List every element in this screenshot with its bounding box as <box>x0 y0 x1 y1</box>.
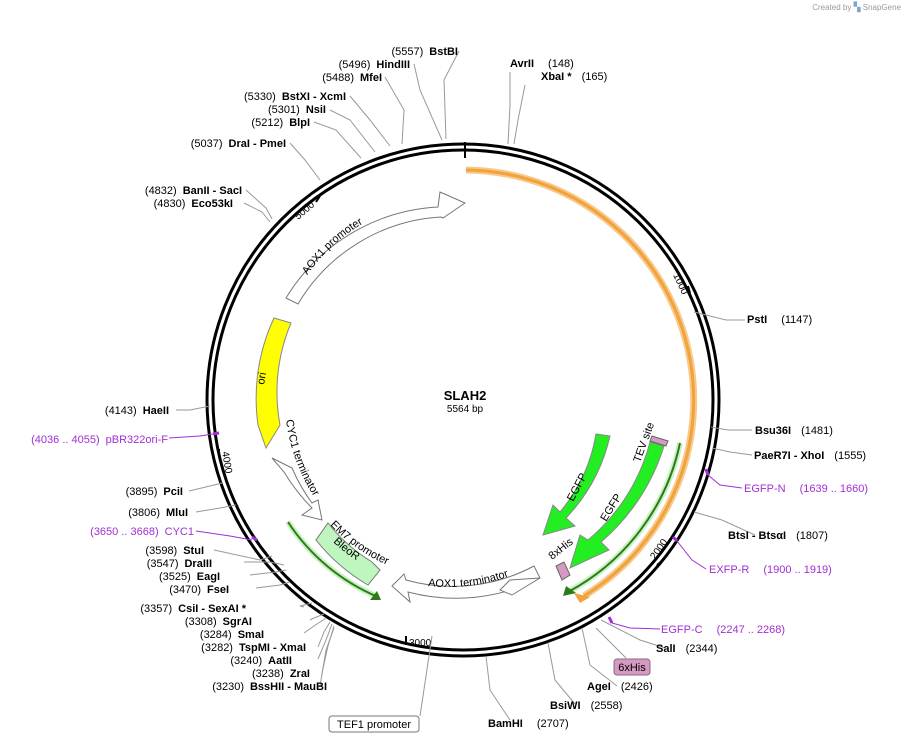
site-agei[interactable]: AgeI(2426) <box>587 681 653 693</box>
site-bamhi[interactable]: BamHI(2707) <box>488 718 569 730</box>
site-bsshii-maubi[interactable]: (3230)BssHII - MauBI <box>212 681 327 693</box>
snapgene-product-name: SnapGene <box>862 3 901 12</box>
plasmid-name: SLAH2 <box>444 388 487 403</box>
site-bstbi[interactable]: (5557)BstBI <box>391 46 458 58</box>
site-paer7i-xhoi[interactable]: PaeR7I - XhoI(1555) <box>754 450 866 462</box>
ori-arrow[interactable] <box>255 317 292 450</box>
aox1-promoter-arrow[interactable] <box>285 191 467 305</box>
tev-site-marker[interactable] <box>649 435 669 447</box>
tef1-promoter-box-label: TEF1 promoter <box>337 719 411 731</box>
site-drai-pmei[interactable]: (5037)DraI - PmeI <box>191 138 286 150</box>
scale-ticks <box>218 195 691 645</box>
tef1-leader <box>419 635 433 717</box>
primer-pbr322ori-f[interactable]: (4036 .. 4055)pBR322ori-F <box>31 434 168 446</box>
primer-pbr322-marker <box>212 431 220 436</box>
site-fsei[interactable]: (3470)FseI <box>169 584 229 596</box>
site-psti[interactable]: PstI(1147) <box>747 314 812 326</box>
site-xbai[interactable]: XbaI *(165) <box>541 71 607 83</box>
site-mlui[interactable]: (3806)MluI <box>128 507 188 519</box>
site-tspmi-xmai[interactable]: (3282)TspMI - XmaI <box>201 642 306 654</box>
backbone-inner-ring <box>211 148 715 652</box>
site-btsi-btsai[interactable]: BtsI - BtsαI(1807) <box>728 530 828 542</box>
site-blpi[interactable]: (5212)BlpI <box>251 117 310 129</box>
site-leader-lines <box>176 50 756 721</box>
em7-promoter-arrowhead <box>370 591 381 600</box>
egfp-arrow-2[interactable] <box>569 441 665 569</box>
orange-feature[interactable] <box>465 168 696 598</box>
egfp-arc-arrowhead <box>563 586 576 596</box>
site-bsu36i[interactable]: Bsu36I(1481) <box>755 425 833 437</box>
egfp-arc[interactable] <box>567 442 681 593</box>
primer-exfp-r-marker <box>671 535 679 543</box>
primer-exfp-r[interactable]: EXFP-R(1900 .. 1919) <box>709 564 832 576</box>
tick-5000 <box>315 195 321 203</box>
primer-markers <box>212 431 710 624</box>
site-aatii[interactable]: (3240)AatII <box>230 655 292 667</box>
created-by-text: Created by <box>812 3 852 12</box>
primer-cyc1[interactable]: (3650 .. 3668)CYC1 <box>90 526 194 538</box>
tef1-promoter-box[interactable]: TEF1 promoter <box>328 715 420 733</box>
bleor-arrow[interactable] <box>315 522 381 586</box>
ori-label: ori <box>255 371 269 385</box>
site-bstxi-xcmi[interactable]: (5330)BstXI - XcmI <box>244 91 346 103</box>
primer-cyc1-marker <box>251 535 258 542</box>
cyc1-terminator-label: CYC1 terminator <box>283 419 322 499</box>
snapgene-branding: Created by ▚ SnapGene <box>812 2 901 13</box>
site-avrii[interactable]: AvrII(148) <box>510 58 574 70</box>
tick-1000 <box>687 285 691 294</box>
site-zrai[interactable]: (3238)ZraI <box>252 668 310 680</box>
his8-marker[interactable] <box>555 561 571 581</box>
his6-box-label: 6xHis <box>618 662 646 674</box>
site-draiii[interactable]: (3547)DraIII <box>147 558 212 570</box>
his6-leader <box>595 627 627 659</box>
plasmid-size: 5564 bp <box>447 404 484 415</box>
em7-promoter-arc[interactable] <box>287 521 379 598</box>
site-eagi[interactable]: (3525)EagI <box>159 571 220 583</box>
his6-box[interactable]: 6xHis <box>613 658 651 676</box>
primer-egfp-n[interactable]: EGFP-N(1639 .. 1660) <box>744 483 868 495</box>
site-stui[interactable]: (3598)StuI <box>145 545 204 557</box>
aox1-terminator-arrow-2[interactable] <box>499 577 541 596</box>
primer-egfp-n-marker <box>704 468 710 476</box>
site-smai[interactable]: (3284)SmaI <box>200 629 264 641</box>
site-haeii[interactable]: (4143)HaeII <box>105 405 169 417</box>
aox1-terminator-arrow[interactable] <box>391 565 541 604</box>
egfp-arrow-1[interactable] <box>542 433 611 536</box>
tick-label-3000: 3000 <box>409 638 432 649</box>
tick-label-5000: 5000 <box>293 199 317 222</box>
aox1-promoter-label: AOX1 promoter <box>300 216 365 277</box>
his8-label: 8xHis <box>546 536 575 563</box>
site-nsii[interactable]: (5301)NsiI <box>268 104 326 116</box>
primer-leader-lines <box>168 433 743 630</box>
tick-2000 <box>656 559 664 566</box>
site-csii-sexai[interactable]: (3357)CsiI - SexAI * <box>140 603 246 615</box>
tick-label-2000: 2000 <box>648 537 670 562</box>
primer-egfp-c-marker <box>607 616 614 624</box>
primer-egfp-c[interactable]: EGFP-C(2247 .. 2268) <box>661 624 785 636</box>
tick-label-4000: 4000 <box>219 451 234 475</box>
backbone-outer-ring <box>205 142 721 658</box>
site-sgrai[interactable]: (3308)SgrAI <box>185 616 252 628</box>
site-pcii[interactable]: (3895)PciI <box>126 486 183 498</box>
site-eco53ki[interactable]: (4830)Eco53kI <box>154 198 233 210</box>
site-sali[interactable]: SalI(2344) <box>656 643 717 655</box>
cyc1-terminator-arrow[interactable] <box>271 457 323 521</box>
site-banii-saci[interactable]: (4832)BanII - SacI <box>145 185 242 197</box>
site-bsiwi[interactable]: BsiWI(2558) <box>550 700 622 712</box>
site-hindiii[interactable]: (5496)HindIII <box>339 59 410 71</box>
orange-feature-arrowhead <box>574 593 590 603</box>
site-mfei[interactable]: (5488)MfeI <box>322 72 382 84</box>
snapgene-logo-icon: ▚ <box>853 2 861 12</box>
